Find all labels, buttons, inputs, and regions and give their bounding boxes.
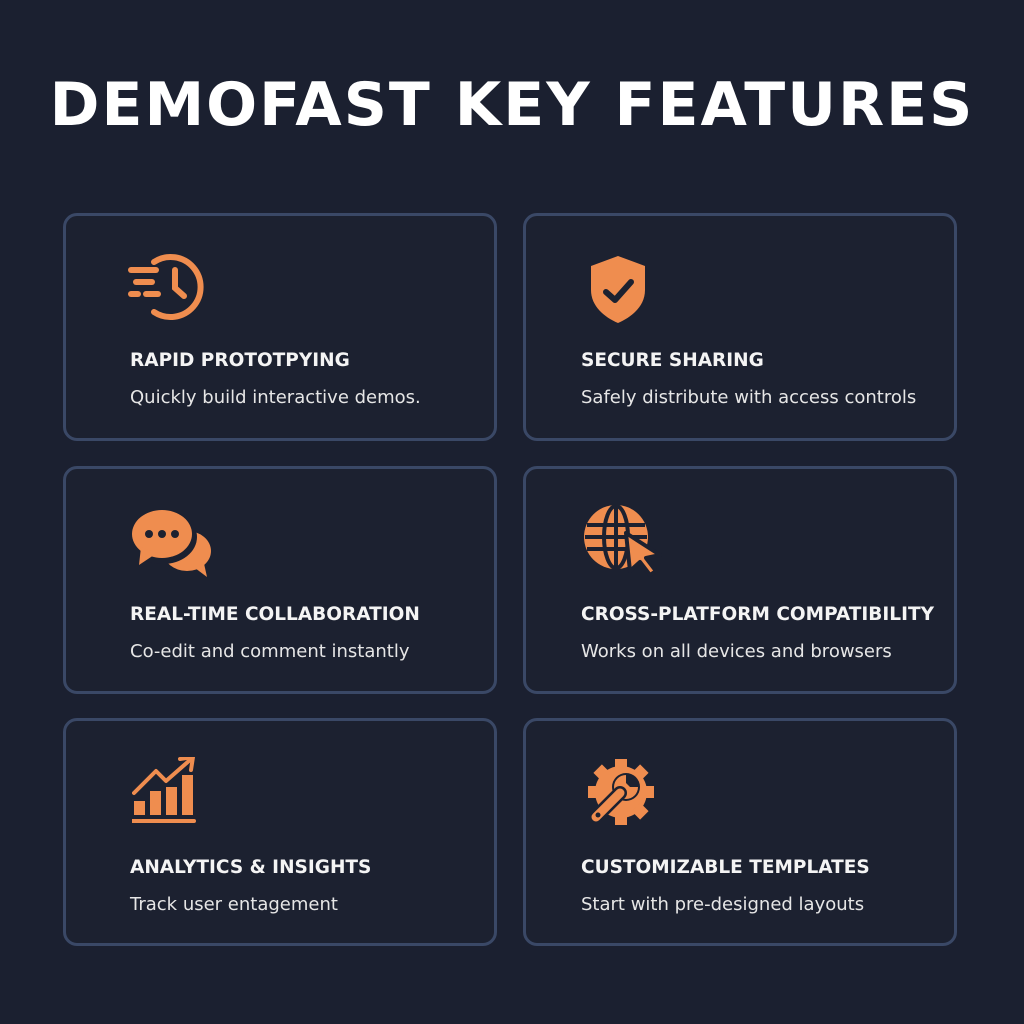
feature-title: SECURE SHARING [581,350,764,371]
feature-description: Works on all devices and browsers [581,641,892,662]
feature-title: CUSTOMIZABLE TEMPLATES [581,857,870,878]
feature-card-cross-platform-compatibility: CROSS-PLATFORM COMPATIBILITY Works on al… [523,466,957,694]
feature-title: ANALYTICS & INSIGHTS [130,857,372,878]
feature-title: CROSS-PLATFORM COMPATIBILITY [581,604,934,625]
feature-title: RAPID PROTOTPYING [130,350,350,371]
page-title: DEMOFAST KEY FEATURES [49,70,975,140]
feature-card-secure-sharing: SECURE SHARING Safely distribute with ac… [523,213,957,441]
feature-card-analytics-insights: ANALYTICS & INSIGHTS Track user entageme… [63,718,497,946]
feature-description: Co-edit and comment instantly [130,641,410,662]
chat-bubbles-icon [129,507,215,579]
gear-wrench-icon [586,757,656,827]
feature-title: REAL-TIME COLLABORATION [130,604,420,625]
fast-clock-icon [128,250,210,324]
feature-card-customizable-templates: CUSTOMIZABLE TEMPLATES Start with pre-de… [523,718,957,946]
feature-card-real-time-collaboration: REAL-TIME COLLABORATION Co-edit and comm… [63,466,497,694]
feature-card-rapid-prototyping: RAPID PROTOTPYING Quickly build interact… [63,213,497,441]
bar-chart-trend-icon [132,757,198,829]
feature-description: Quickly build interactive demos. [130,387,421,408]
globe-cursor-icon [584,505,664,577]
feature-description: Track user entagement [130,894,338,915]
shield-check-icon [588,254,648,324]
feature-description: Safely distribute with access controls [581,387,917,408]
feature-description: Start with pre-designed layouts [581,894,865,915]
